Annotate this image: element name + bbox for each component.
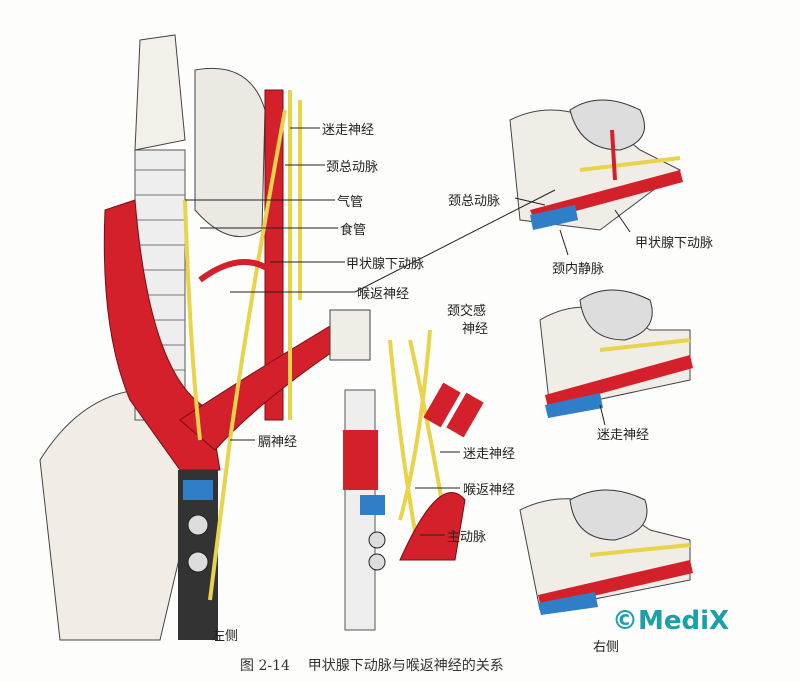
figure-caption: 图 2-14 甲状腺下动脉与喉返神经的关系 — [240, 655, 504, 675]
label-esophagus: 食管 — [340, 223, 367, 238]
label-vagus-nerve-left: 迷走神经 — [322, 123, 375, 138]
label-vagus-nerve-middle: 迷走神经 — [463, 447, 516, 462]
label-inferior-thyroid-artery-right: 甲状腺下动脉 — [635, 236, 714, 251]
label-left-side: 左侧 — [212, 629, 239, 644]
label-trachea: 气管 — [337, 195, 364, 210]
right-illustrations — [354, 99, 693, 615]
label-common-carotid-right: 颈总动脉 — [448, 194, 501, 209]
label-cervical-sympathetic-2: 神经 — [462, 322, 489, 337]
label-recurrent-laryngeal-left: 喉返神经 — [357, 287, 410, 302]
label-inferior-thyroid-artery-left: 甲状腺下动脉 — [346, 257, 425, 272]
caption-number: 图 2-14 — [240, 658, 290, 674]
caption-title: 甲状腺下动脉与喉返神经的关系 — [307, 658, 504, 674]
label-vagus-nerve-right: 迷走神经 — [597, 428, 650, 443]
label-right-side: 右侧 — [593, 640, 620, 655]
watermark: ©MediX — [612, 606, 730, 636]
label-aorta: 主动脉 — [447, 530, 487, 545]
middle-illustration — [343, 329, 520, 631]
label-recurrent-laryngeal-middle: 喉返神经 — [463, 483, 516, 498]
label-cervical-sympathetic-1: 颈交感 — [447, 304, 487, 319]
left-illustration — [39, 34, 371, 641]
label-internal-jugular-vein: 颈内静脉 — [552, 262, 605, 277]
label-common-carotid-left: 颈总动脉 — [326, 160, 379, 175]
label-phrenic-nerve: 膈神经 — [258, 435, 298, 450]
